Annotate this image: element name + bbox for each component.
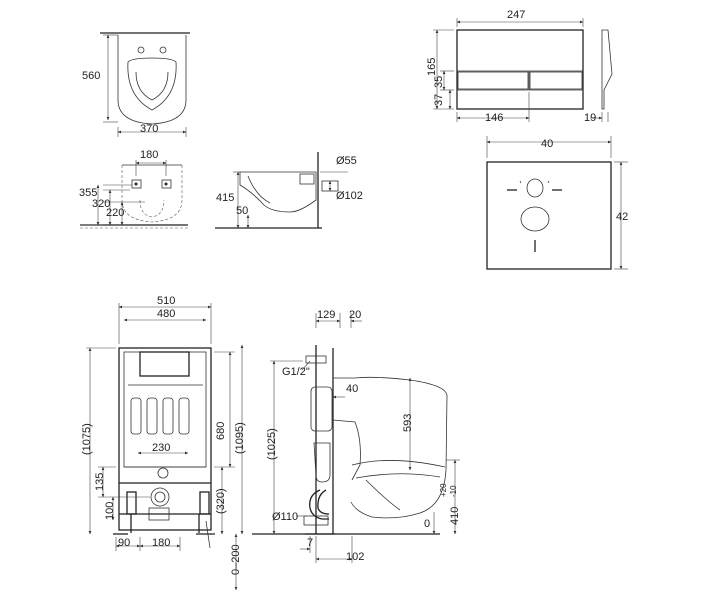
dim-bowl-inlet: Ø55 — [336, 155, 357, 167]
dim-plate-h35: 35 — [433, 76, 445, 88]
dim-bowl-width: 370 — [140, 123, 158, 135]
dim-frame-135: 135 — [94, 473, 106, 491]
dim-side-410: 410 — [449, 507, 461, 525]
bowl-top-view: 560 370 — [82, 32, 190, 137]
dim-side-593: 593 — [402, 414, 414, 432]
sound-pad-view: 40 42 — [486, 136, 628, 270]
dim-frame-230: 230 — [152, 442, 170, 454]
dim-frame-180: 180 — [152, 537, 170, 549]
dim-bowl-length: 560 — [82, 70, 100, 82]
bowl-side-view: 415 50 Ø55 Ø102 — [215, 152, 363, 229]
dim-plate-width: 247 — [507, 9, 525, 21]
dim-side-7: 7 — [307, 537, 313, 549]
dim-side-zero: 0 — [424, 518, 430, 530]
dim-side-1025: (1025) — [266, 428, 278, 460]
dim-side-102: 102 — [346, 551, 364, 563]
dim-frame-inner: 480 — [157, 308, 175, 320]
dim-plate-h37: 37 — [433, 94, 445, 106]
dim-bowl-h355: 355 — [79, 187, 97, 199]
dim-bowl-height: 415 — [216, 192, 234, 204]
dim-frame-adjust: 0–200 — [230, 544, 242, 575]
dim-bowl-low: 50 — [236, 205, 248, 217]
dim-plate-146: 146 — [485, 112, 503, 124]
dim-side-410-tol-plus: +20 — [439, 483, 448, 497]
dim-side-d110: Ø110 — [272, 511, 298, 523]
installation-frame-side: 129 20 G1/2" 40 (1025) 593 Ø110 7 102 41… — [252, 309, 461, 563]
dim-side-129: 129 — [317, 309, 335, 321]
dim-pad-height: 42 — [616, 211, 628, 223]
dim-plate-height: 165 — [426, 58, 438, 76]
dim-frame-90: 90 — [118, 537, 130, 549]
flush-plate-view: 247 165 37 35 146 19 — [426, 9, 613, 124]
dim-bowl-h320: 320 — [92, 198, 110, 210]
dim-bowl-outlet: Ø102 — [336, 190, 363, 202]
dim-bowl-h220: 220 — [106, 207, 124, 219]
bowl-front-view: 180 355 320 220 — [79, 149, 188, 229]
dim-frame-100: 100 — [104, 502, 116, 520]
dim-frame-1095: (1095) — [234, 422, 246, 454]
dim-frame-680: 680 — [215, 422, 227, 440]
dim-pad-width: 40 — [541, 138, 553, 150]
dim-side-410-tol-minus: -10 — [449, 485, 458, 497]
dim-side-20: 20 — [349, 309, 361, 321]
dim-side-40: 40 — [346, 383, 358, 395]
dim-frame-320: (320) — [215, 488, 227, 514]
installation-frame-front: 510 480 (1075) 680 (1095) 230 135 100 (3… — [81, 295, 246, 591]
dim-plate-depth: 19 — [584, 112, 596, 124]
dim-bowl-front-width: 180 — [140, 149, 158, 161]
dim-frame-1075: (1075) — [81, 423, 93, 455]
dim-side-g12: G1/2" — [282, 366, 310, 378]
dim-frame-outer: 510 — [157, 295, 175, 307]
